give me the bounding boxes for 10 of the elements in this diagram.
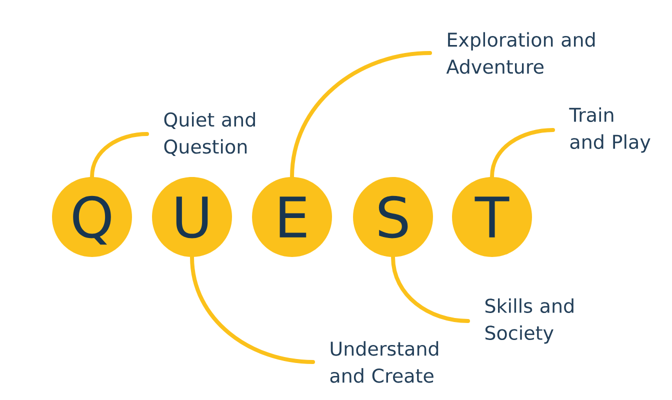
leader-line: [90, 132, 149, 179]
callout-text: Understand and Create: [330, 341, 438, 383]
leader-line: [391, 255, 470, 323]
callout-text: Exploration and Adventure: [446, 32, 595, 74]
callout-text: Quiet and Question: [164, 112, 255, 156]
leader-line: [490, 128, 555, 179]
leader-line: [290, 51, 432, 179]
leader-line: [190, 255, 315, 364]
callout-text: Train and Play: [569, 107, 650, 153]
callout-text: Skills and Society: [485, 298, 574, 344]
